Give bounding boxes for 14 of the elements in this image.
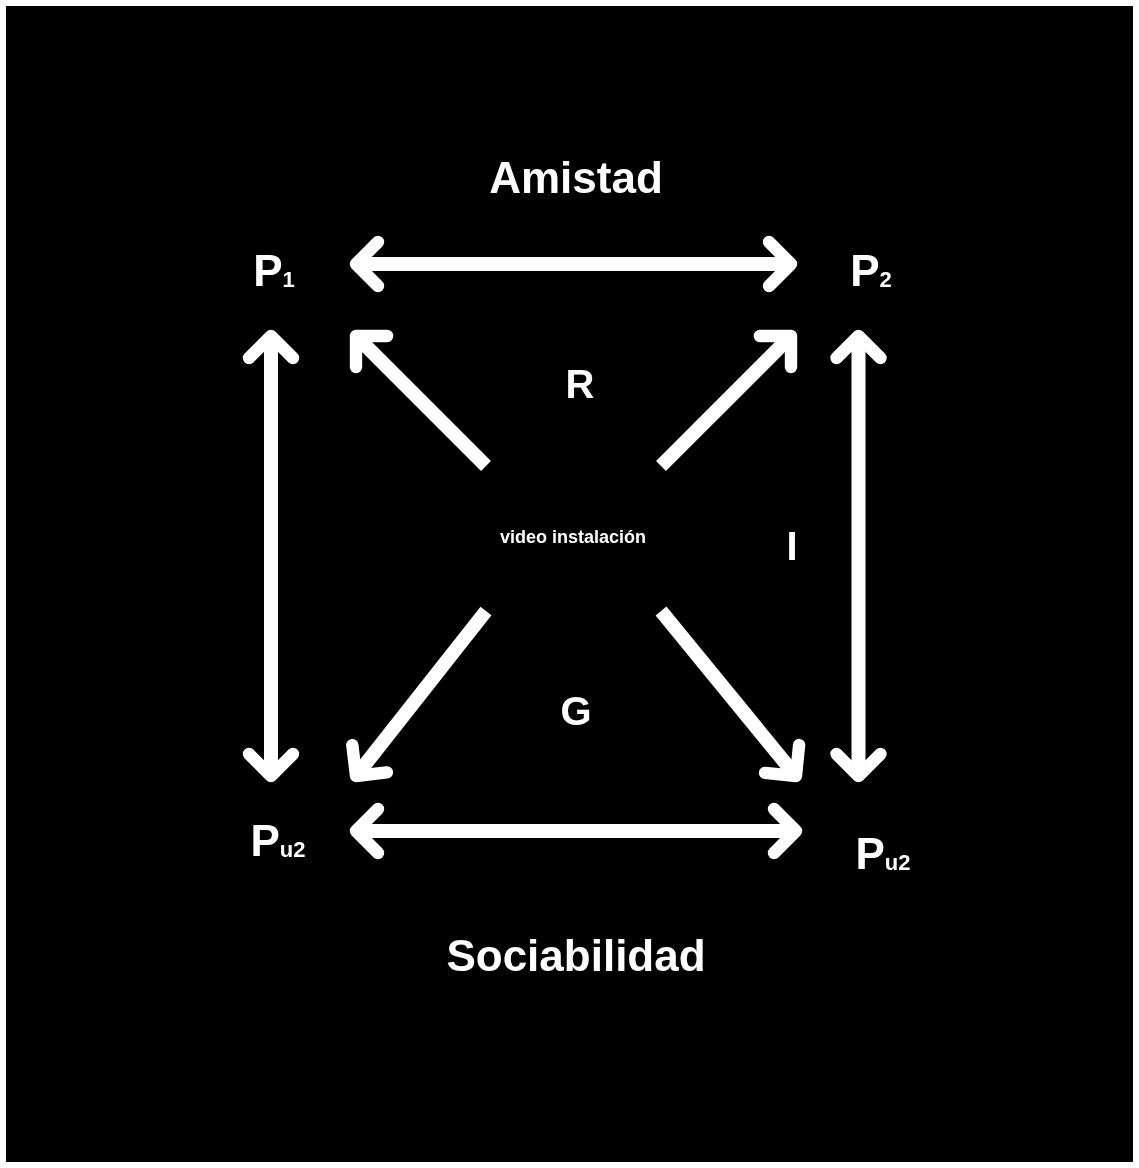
arrow xyxy=(346,606,492,783)
letter-label: G xyxy=(560,688,592,734)
arrow xyxy=(242,329,300,783)
arrow xyxy=(349,802,803,860)
arrow xyxy=(830,329,887,783)
arrow xyxy=(349,235,798,293)
letter-label: R xyxy=(565,361,595,407)
heading-label: Amistad xyxy=(489,153,663,203)
arrow xyxy=(656,329,798,471)
arrow xyxy=(349,329,491,471)
heading-label: Sociabilidad xyxy=(446,931,706,981)
center-label: video instalación xyxy=(498,526,647,550)
arrow xyxy=(655,606,806,783)
letter-label: I xyxy=(786,523,798,569)
